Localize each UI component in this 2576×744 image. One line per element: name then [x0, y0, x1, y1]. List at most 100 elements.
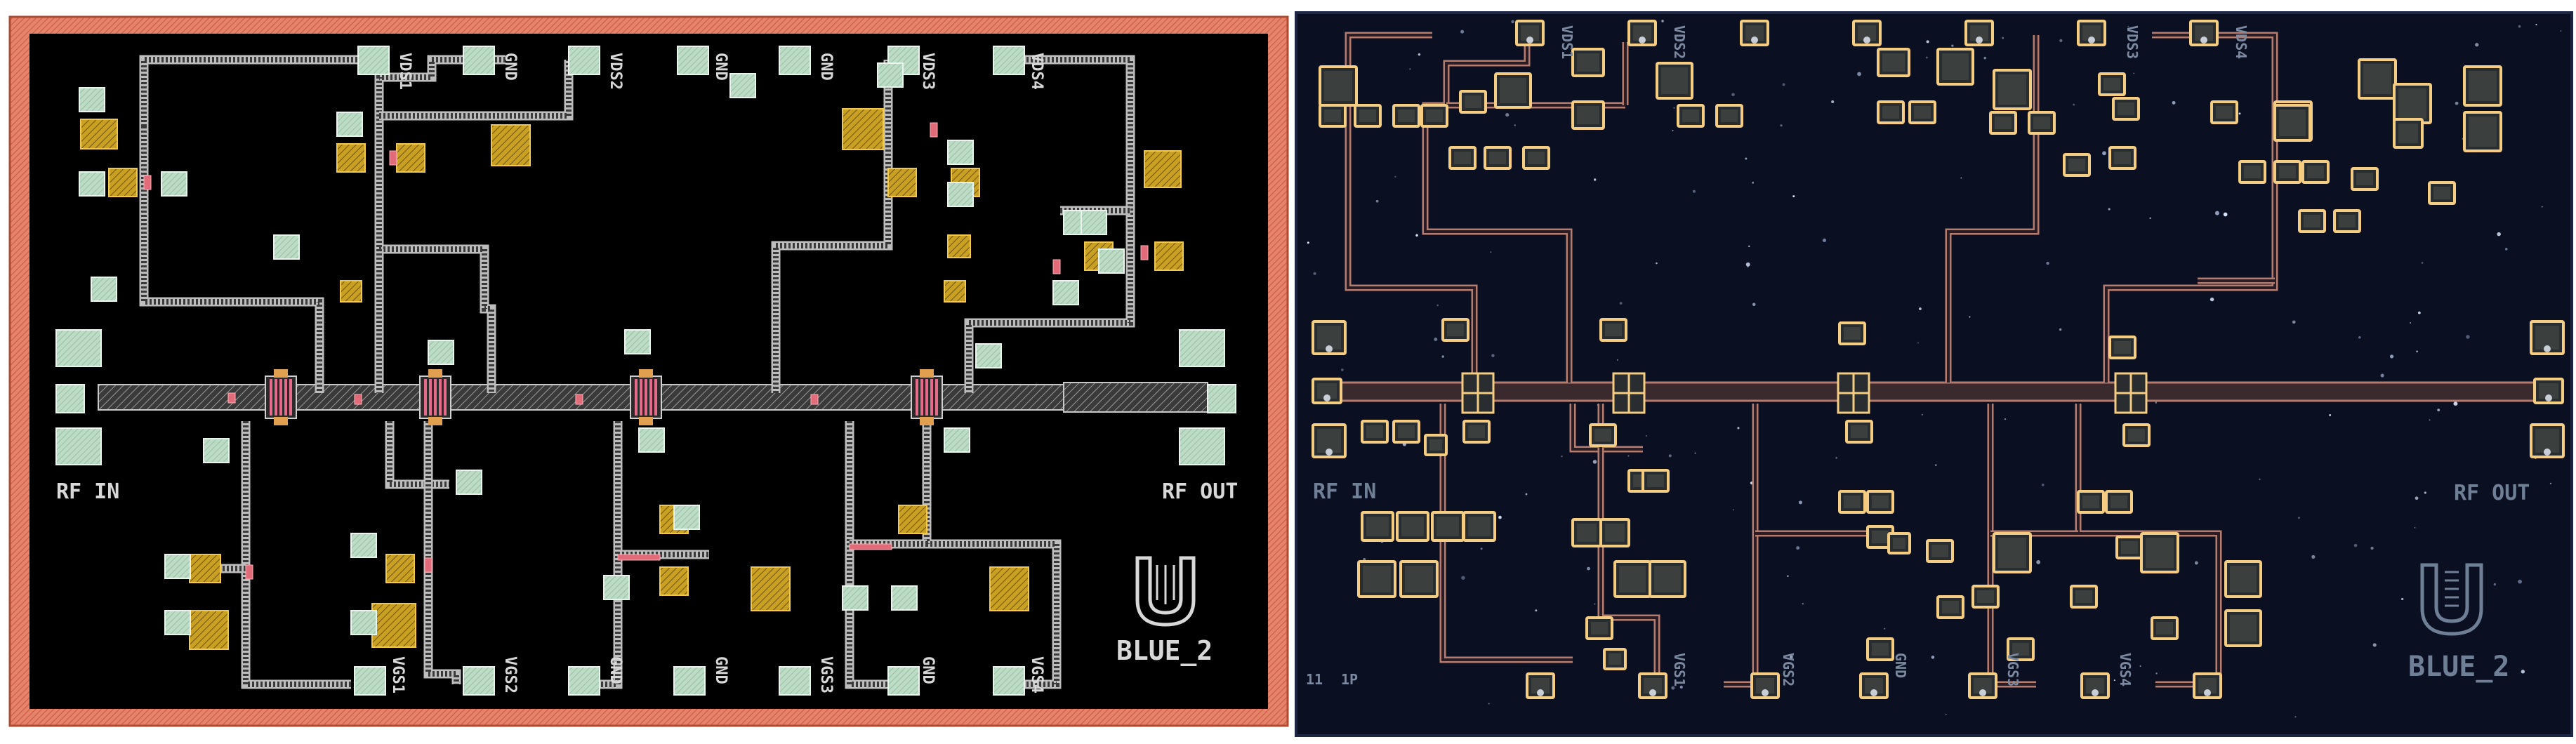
photo-metal-inner: [1644, 678, 1662, 693]
bond-pad: [673, 505, 700, 530]
layout-trace-core: [379, 60, 572, 119]
photo-trace-core: [1347, 34, 1432, 70]
dust-speck: [1679, 685, 1683, 689]
photo-components: [1312, 20, 2565, 699]
photo-metal-inner: [2398, 124, 2418, 143]
bond-pad: [842, 585, 868, 611]
photo-metal-inner: [1426, 109, 1443, 122]
mim-capacitor: [108, 168, 138, 197]
dust-speck: [1646, 435, 1647, 437]
photo-metal-inner: [1398, 109, 1415, 122]
dust-speck: [1884, 627, 1886, 630]
dust-speck: [1919, 307, 1922, 310]
photo-metal-inner: [2469, 117, 2497, 147]
probe-mark: [1751, 36, 1758, 44]
dust-speck: [1694, 452, 1696, 454]
dust-speck: [2535, 24, 2537, 26]
dust-speck: [1692, 190, 1696, 193]
probe-mark: [1537, 689, 1544, 696]
layout-trace-core: [141, 57, 372, 126]
dust-speck: [1945, 714, 1947, 715]
photo-metal-inner: [2230, 615, 2257, 642]
bond-pad: [624, 329, 651, 354]
via: [639, 417, 653, 425]
photo-metal-inner: [2279, 166, 2296, 178]
dust-speck: [1488, 703, 1490, 705]
dust-speck: [2416, 350, 2418, 353]
bond-pad: [354, 666, 386, 696]
dust-speck: [1441, 355, 1444, 358]
photo-metal-inner: [1995, 117, 2012, 129]
bond-pad: [944, 427, 970, 453]
bond-pad: [55, 329, 102, 367]
dust-speck: [1375, 199, 1379, 203]
dust-speck: [1935, 464, 1937, 466]
photo-metal-inner: [2339, 215, 2356, 227]
photo-metal-inner: [1970, 25, 1988, 41]
bond-pad: [164, 554, 191, 579]
bond-pad: [350, 610, 377, 635]
bond-pad: [164, 610, 191, 635]
photo-metal-inner: [1942, 601, 1959, 613]
bond-pad: [91, 277, 117, 302]
transistor-finger: [645, 379, 647, 416]
via: [639, 369, 653, 378]
transistor-finger: [444, 379, 447, 416]
mim-capacitor: [1144, 150, 1182, 188]
pad-label-bottom: GND: [712, 656, 729, 684]
photo-metal-inner: [1317, 383, 1337, 399]
dust-speck: [2133, 72, 2135, 74]
photo-metal-inner: [1998, 74, 2026, 105]
photo-metal-inner: [1942, 53, 1969, 80]
bond-pad: [428, 340, 454, 365]
dust-speck: [2437, 408, 2440, 412]
bond-pad: [877, 62, 904, 88]
dust-speck: [2238, 112, 2241, 115]
photo-metal-inner: [1844, 496, 1861, 508]
dust-speck: [2102, 151, 2106, 156]
photo-metal-inner: [2146, 538, 2174, 568]
dust-speck: [2004, 418, 2007, 420]
bond-pad: [203, 438, 230, 463]
photo-metal-inner: [1977, 590, 1994, 603]
dust-speck: [1745, 262, 1750, 267]
rf-output-line: [1063, 382, 1208, 413]
dust-speck: [2223, 212, 2228, 217]
probe-mark: [2200, 36, 2207, 44]
photo-trace-core: [1347, 91, 1476, 383]
photo-metal-inner: [2082, 25, 2101, 41]
dust-speck: [1668, 454, 1672, 458]
dust-speck: [1752, 181, 1755, 184]
photo-metal-inner: [2118, 102, 2134, 115]
photo-metal-inner: [1398, 425, 1415, 438]
photo-metal-inner: [1872, 496, 1889, 508]
dust-speck: [2311, 554, 2316, 559]
rf-out-label: RF OUT: [1162, 479, 1238, 504]
dust-speck: [2046, 261, 2049, 265]
resistor: [389, 150, 397, 166]
photo-pad-label-bottom: 11: [1306, 671, 1323, 688]
mim-capacitor: [189, 610, 229, 650]
transistor-finger: [275, 379, 277, 416]
transistor-finger: [429, 379, 432, 416]
dust-speck: [1792, 195, 1795, 198]
photo-metal-inner: [1429, 439, 1442, 451]
dust-speck: [1917, 342, 1919, 344]
mim-capacitor: [944, 280, 966, 303]
photo-pad-label-top: VDS2: [1671, 25, 1688, 59]
dust-speck: [1960, 177, 1962, 179]
pad-label-bottom: GND: [607, 656, 624, 684]
photo-metal-inner: [1489, 152, 1506, 164]
dust-speck: [2410, 321, 2412, 324]
probe-mark: [2088, 36, 2095, 44]
dust-speck: [2172, 100, 2176, 105]
dust-speck: [1656, 262, 1658, 265]
dust-speck: [1505, 113, 1510, 117]
via: [274, 417, 288, 425]
dust-speck: [2493, 583, 2497, 586]
photo-metal-inner: [1465, 95, 1481, 108]
mim-capacitor: [491, 124, 531, 166]
chip-name-label: BLUE_2: [1116, 635, 1213, 666]
